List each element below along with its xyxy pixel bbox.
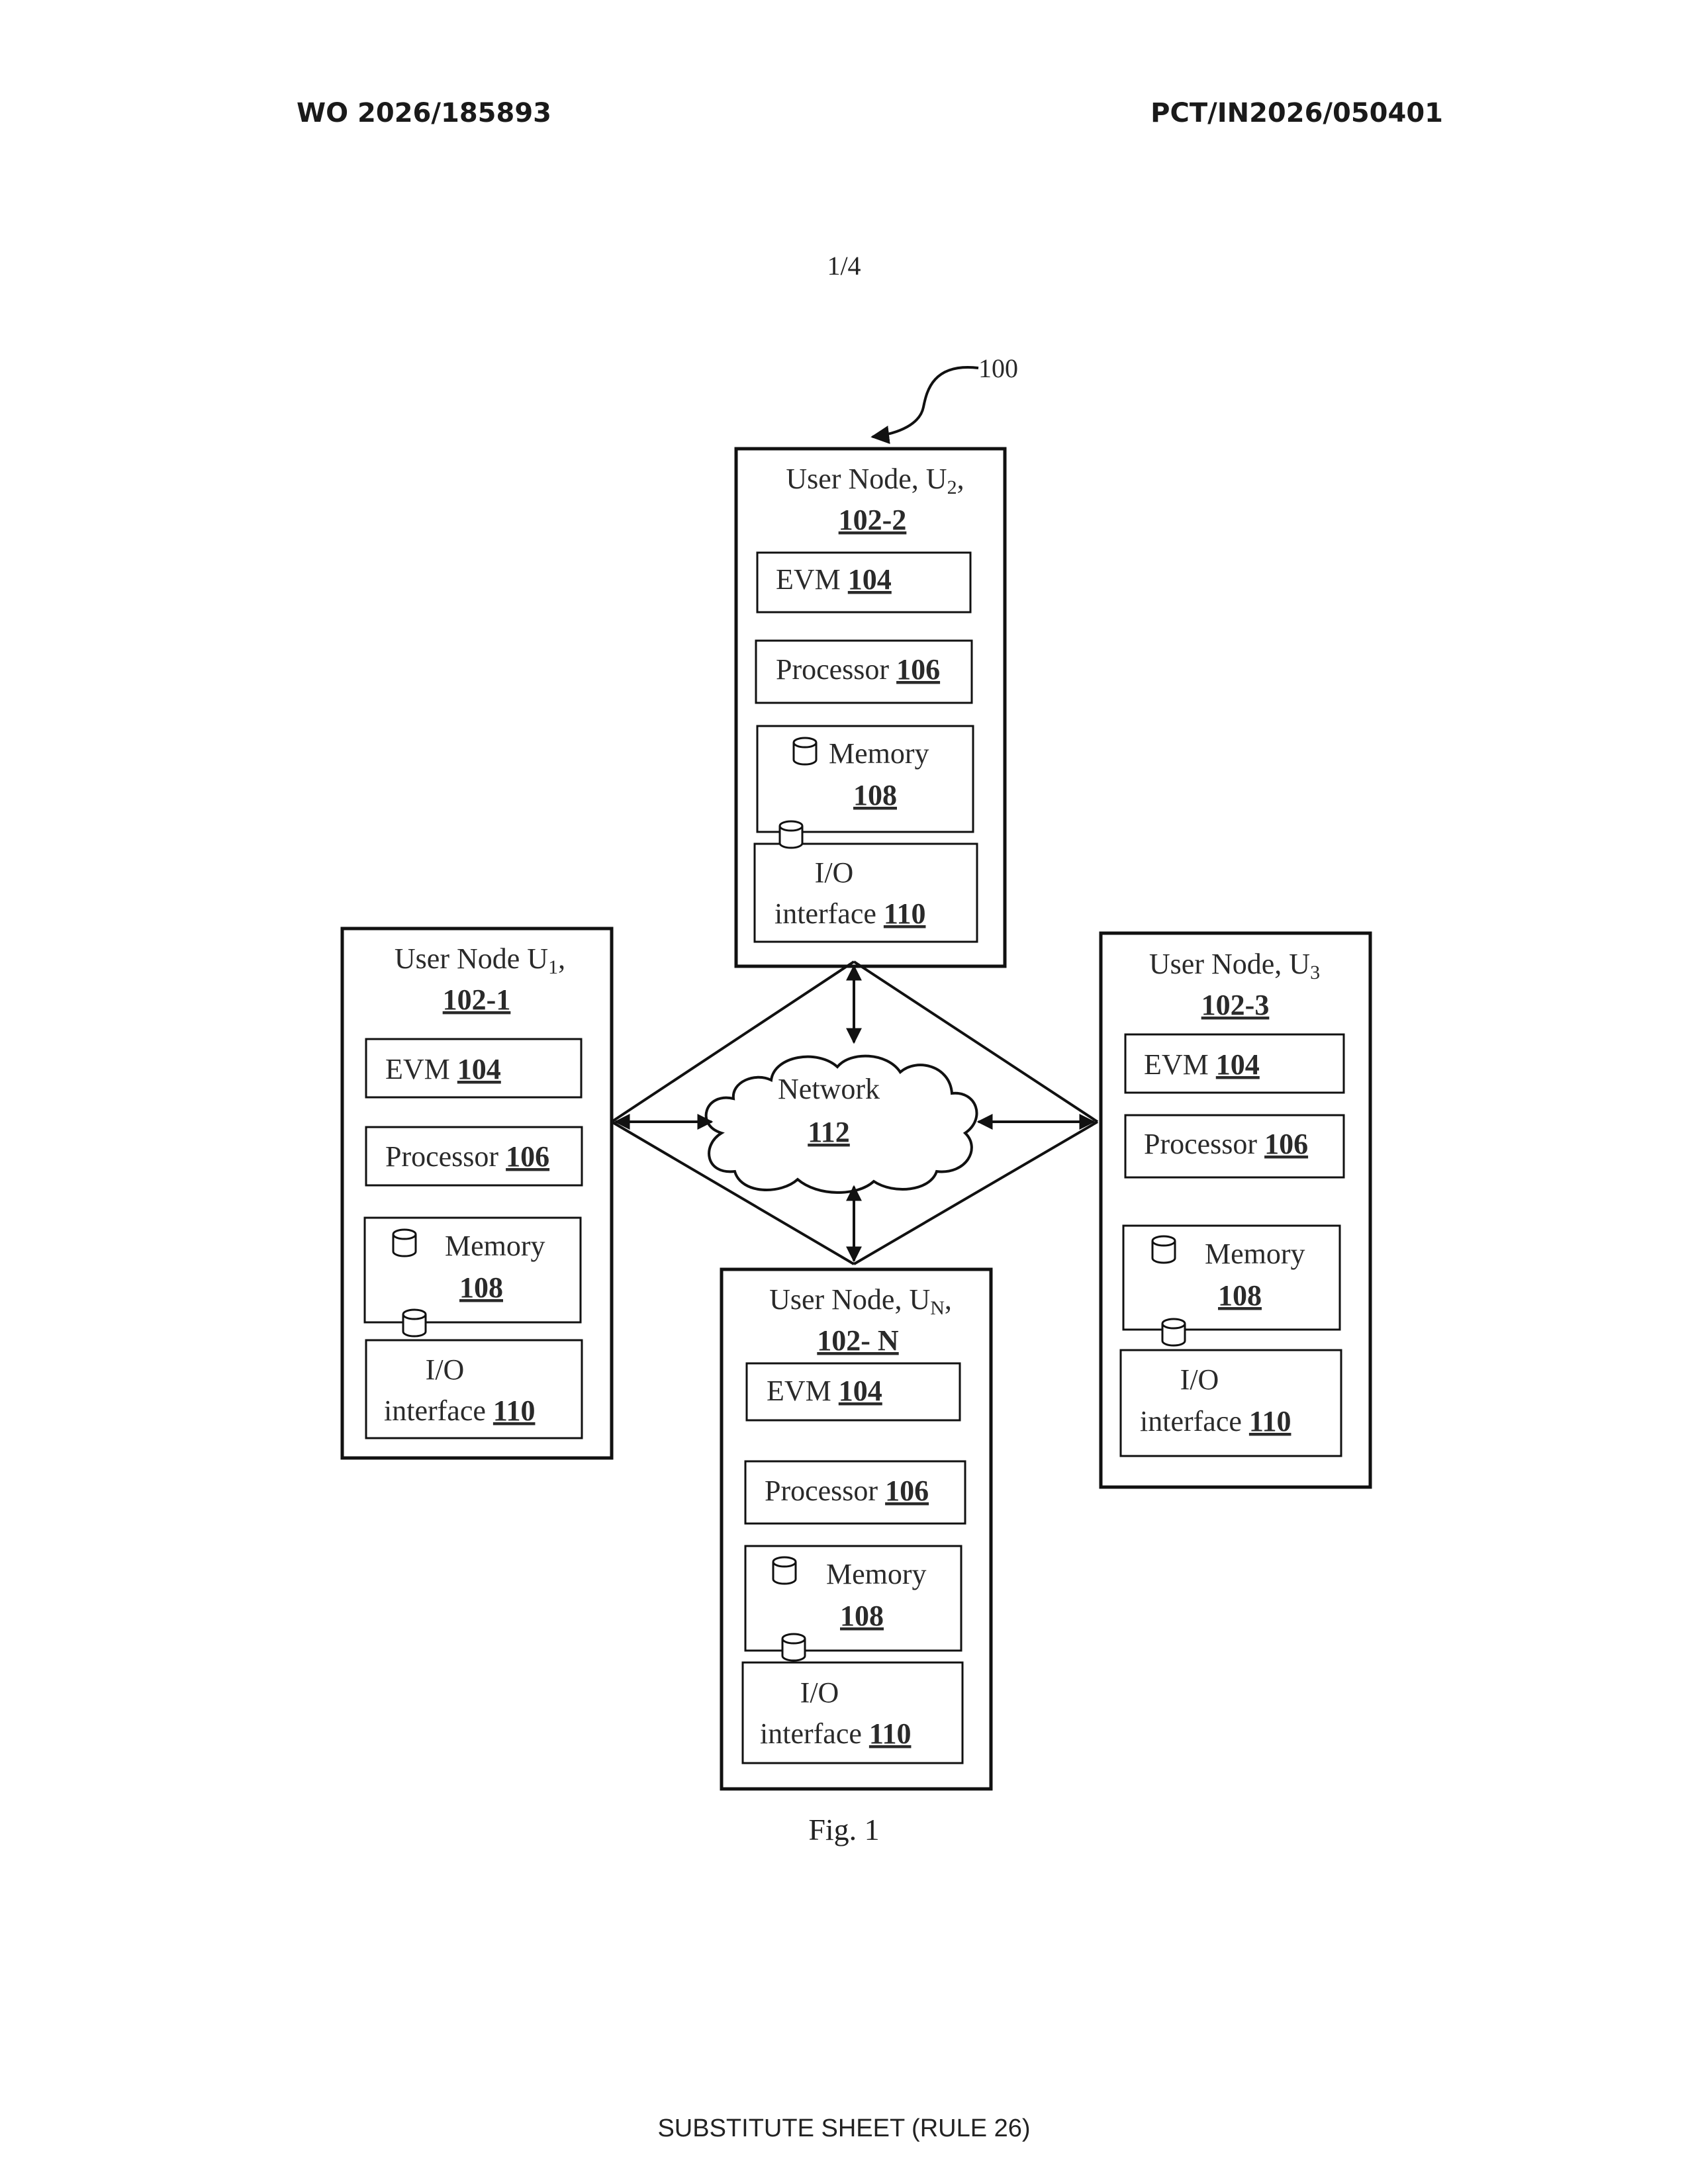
evm-label: EVM 104 bbox=[776, 563, 892, 596]
network-ref: 112 bbox=[808, 1116, 850, 1148]
database-icon bbox=[393, 1230, 416, 1256]
io-label-line1: I/O bbox=[815, 856, 854, 889]
memory-label: Memory bbox=[445, 1230, 545, 1262]
node-title: User Node, UN, bbox=[769, 1283, 952, 1319]
io-box bbox=[1121, 1350, 1341, 1456]
database-icon bbox=[794, 738, 816, 764]
node-title: User Node, U3 bbox=[1149, 948, 1320, 983]
evm-label: EVM 104 bbox=[1144, 1048, 1260, 1081]
node-title: User Node, U2, bbox=[786, 463, 964, 498]
memory-ref: 108 bbox=[840, 1600, 884, 1632]
processor-label: Processor 106 bbox=[765, 1475, 929, 1507]
node-title: User Node U1, bbox=[395, 942, 565, 978]
io-label-line1: I/O bbox=[1180, 1363, 1219, 1396]
node-ref: 102-1 bbox=[443, 983, 511, 1016]
database-icon bbox=[1152, 1236, 1175, 1263]
database-icon bbox=[403, 1310, 426, 1336]
processor-label: Processor 106 bbox=[776, 653, 940, 686]
user-node-top: User Node, U2, 102-2 EVM 104 Processor 1… bbox=[736, 449, 1005, 966]
database-icon bbox=[782, 1634, 805, 1661]
memory-ref: 108 bbox=[1218, 1279, 1262, 1312]
node-ref: 102-3 bbox=[1201, 989, 1270, 1021]
memory-label: Memory bbox=[1205, 1238, 1305, 1270]
node-ref: 102- N bbox=[817, 1324, 899, 1357]
figure-caption: Fig. 1 bbox=[0, 1812, 1688, 1847]
memory-label: Memory bbox=[829, 737, 929, 770]
database-icon bbox=[1162, 1319, 1185, 1345]
user-node-right: User Node, U3 102-3 EVM 104 Processor 10… bbox=[1101, 933, 1370, 1487]
evm-label: EVM 104 bbox=[767, 1375, 882, 1407]
node-ref: 102-2 bbox=[839, 504, 907, 536]
io-label-line1: I/O bbox=[426, 1353, 465, 1386]
system-reference: 100 bbox=[872, 353, 1018, 437]
user-node-left: User Node U1, 102-1 EVM 104 Processor 10… bbox=[342, 929, 612, 1458]
io-label-line2: interface 110 bbox=[774, 897, 925, 930]
user-node-bottom: User Node, UN, 102- N EVM 104 Processor … bbox=[722, 1269, 991, 1789]
processor-label: Processor 106 bbox=[1144, 1128, 1308, 1160]
network-label: Network bbox=[778, 1073, 880, 1105]
memory-label: Memory bbox=[826, 1558, 927, 1590]
io-label-line2: interface 110 bbox=[760, 1717, 911, 1750]
io-label-line2: interface 110 bbox=[1140, 1405, 1291, 1437]
system-ref-label: 100 bbox=[978, 353, 1018, 383]
evm-label: EVM 104 bbox=[385, 1053, 501, 1085]
system-leader-arrow bbox=[872, 367, 978, 437]
memory-ref: 108 bbox=[853, 779, 897, 811]
page-footer: SUBSTITUTE SHEET (RULE 26) bbox=[0, 2115, 1688, 2143]
memory-ref: 108 bbox=[459, 1271, 503, 1304]
io-label-line1: I/O bbox=[800, 1676, 839, 1709]
processor-label: Processor 106 bbox=[385, 1140, 549, 1173]
io-label-line2: interface 110 bbox=[384, 1394, 535, 1427]
database-icon bbox=[780, 821, 802, 848]
database-icon bbox=[773, 1557, 796, 1584]
